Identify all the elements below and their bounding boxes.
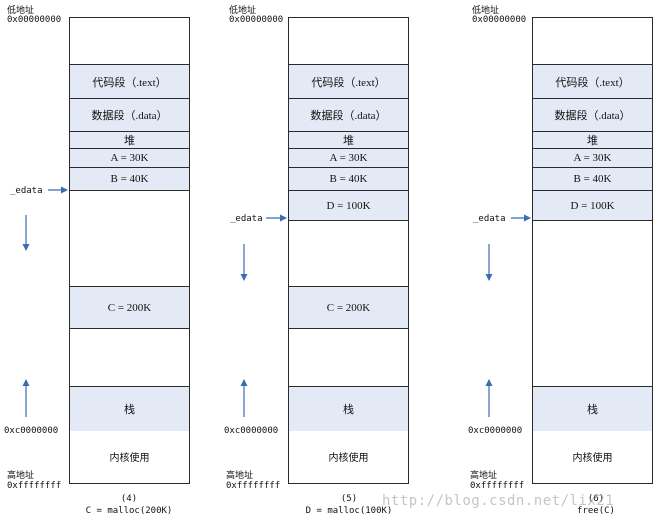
low-address-hex: 0x00000000 bbox=[472, 15, 527, 25]
block-d: D = 100K bbox=[533, 190, 652, 220]
kernel-address-label: 0xc0000000 bbox=[224, 426, 279, 436]
low-address-label: 低地址 bbox=[7, 6, 35, 16]
kernel-address-label: 0xc0000000 bbox=[468, 426, 523, 436]
high-address-label: 高地址 bbox=[7, 471, 35, 481]
edata-label: _edata bbox=[230, 214, 263, 224]
stack-segment: 栈 bbox=[70, 386, 189, 431]
text-segment: 代码段（.text） bbox=[289, 64, 408, 98]
block-a: A = 30K bbox=[533, 148, 652, 167]
caption-code: free(C) bbox=[577, 506, 615, 516]
block-c: C = 200K bbox=[70, 286, 189, 328]
data-segment: 数据段（.data） bbox=[289, 98, 408, 131]
memory-column: 代码段（.text） 数据段（.data） 堆 A = 30K B = 40K … bbox=[532, 17, 653, 431]
stack-segment: 栈 bbox=[533, 386, 652, 431]
low-address-hex: 0x00000000 bbox=[229, 15, 284, 25]
high-address-hex: 0xffffffff bbox=[226, 481, 281, 491]
kernel-segment: 内核使用 bbox=[288, 430, 409, 484]
heap-label-segment: 堆 bbox=[533, 131, 652, 148]
free-space bbox=[70, 190, 189, 286]
kernel-address-label: 0xc0000000 bbox=[4, 426, 59, 436]
free-space bbox=[289, 220, 408, 286]
text-segment: 代码段（.text） bbox=[533, 64, 652, 98]
data-segment: 数据段（.data） bbox=[70, 98, 189, 131]
caption-number: (4) bbox=[120, 494, 138, 504]
heap-label-segment: 堆 bbox=[289, 131, 408, 148]
high-address-label: 高地址 bbox=[470, 471, 498, 481]
block-a: A = 30K bbox=[70, 148, 189, 167]
kernel-segment: 内核使用 bbox=[532, 430, 653, 484]
low-address-hex: 0x00000000 bbox=[7, 15, 62, 25]
high-address-label: 高地址 bbox=[226, 471, 254, 481]
block-a: A = 30K bbox=[289, 148, 408, 167]
watermark: http://blog.csdn.net/lix21 bbox=[382, 493, 615, 509]
low-address-label: 低地址 bbox=[472, 6, 500, 16]
edata-label: _edata bbox=[473, 214, 506, 224]
block-d: D = 100K bbox=[289, 190, 408, 220]
stack-segment: 栈 bbox=[289, 386, 408, 431]
caption-code: C = malloc(200K) bbox=[85, 506, 173, 516]
caption-code: D = malloc(100K) bbox=[305, 506, 393, 516]
free-space bbox=[533, 220, 652, 386]
panel-4: 低地址 0x00000000 代码段（.text） 数据段（.data） 堆 A… bbox=[0, 0, 220, 527]
heap-label-segment: 堆 bbox=[70, 131, 189, 148]
block-c: C = 200K bbox=[289, 286, 408, 328]
memory-column: 代码段（.text） 数据段（.data） 堆 A = 30K B = 40K … bbox=[288, 17, 409, 431]
caption-number: (5) bbox=[340, 494, 358, 504]
text-segment: 代码段（.text） bbox=[70, 64, 189, 98]
memory-column: 代码段（.text） 数据段（.data） 堆 A = 30K B = 40K … bbox=[69, 17, 190, 431]
caption-number: (6) bbox=[587, 494, 605, 504]
block-b: B = 40K bbox=[289, 167, 408, 190]
block-b: B = 40K bbox=[70, 167, 189, 190]
low-address-label: 低地址 bbox=[229, 6, 257, 16]
panel-5: 低地址 0x00000000 代码段（.text） 数据段（.data） 堆 A… bbox=[224, 6, 409, 516]
free-space bbox=[289, 328, 408, 386]
free-space bbox=[70, 328, 189, 386]
data-segment: 数据段（.data） bbox=[533, 98, 652, 131]
high-address-hex: 0xffffffff bbox=[470, 481, 525, 491]
block-b: B = 40K bbox=[533, 167, 652, 190]
kernel-segment: 内核使用 bbox=[69, 430, 190, 484]
high-address-hex: 0xffffffff bbox=[7, 481, 62, 491]
edata-label: _edata bbox=[10, 186, 43, 196]
